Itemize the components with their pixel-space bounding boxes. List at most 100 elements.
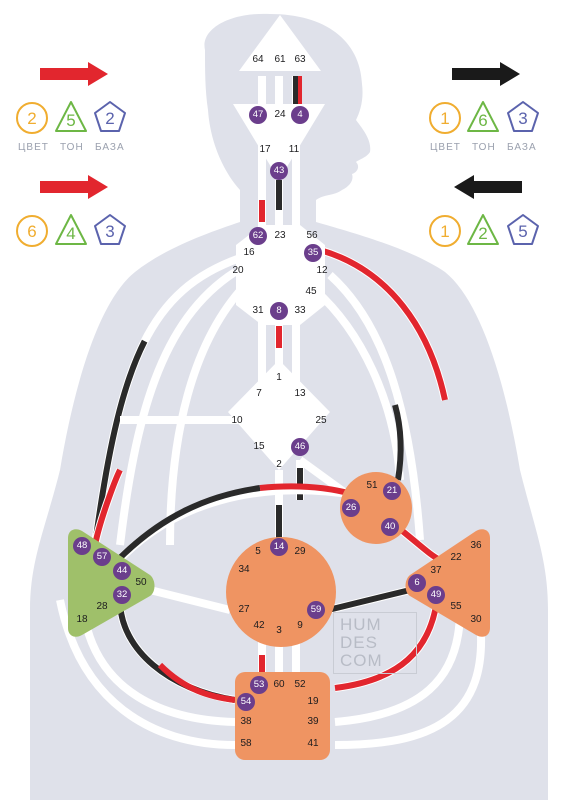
channel-12-22-base [327, 272, 424, 541]
gate-59: 59 [307, 601, 325, 619]
channel-50-27-base [149, 586, 231, 614]
gate-34: 34 [238, 564, 250, 575]
gate-29: 29 [294, 546, 306, 557]
gate-15: 15 [253, 441, 265, 452]
left-label-base: БАЗА [95, 142, 125, 153]
left-base-badge-1: 2 [93, 100, 127, 134]
channel-49-19-line [334, 599, 440, 691]
channel-32-54-red [157, 662, 236, 703]
gate-36: 36 [470, 540, 482, 551]
gate-46: 46 [291, 438, 309, 456]
channel-17-62-red [259, 200, 265, 222]
right-color-value-2: 1 [440, 222, 450, 241]
gate-56: 56 [306, 230, 318, 241]
channel-28-38-outer-base [56, 599, 236, 749]
gate-21: 21 [383, 482, 401, 500]
gate-3: 3 [276, 625, 282, 636]
left-color-value-2: 6 [27, 222, 37, 241]
right-label-base: БАЗА [507, 142, 537, 153]
gate-37: 37 [430, 565, 442, 576]
gate-33: 33 [294, 305, 306, 316]
gate-40: 40 [381, 518, 399, 536]
center-sacral [226, 537, 336, 647]
gate-38: 38 [240, 716, 252, 727]
channel-16-48-line [92, 255, 242, 546]
gate-61: 61 [274, 54, 286, 65]
gate-49: 49 [427, 586, 445, 604]
gate-51: 51 [366, 480, 378, 491]
channel-2-14-black [276, 505, 282, 540]
channel-30-41-base [334, 619, 486, 749]
center-root [235, 672, 330, 760]
right-base-badge-1: 3 [506, 100, 540, 134]
right-base-value-2: 5 [518, 222, 528, 241]
right-tone-badge-1: 6 [466, 100, 500, 134]
watermark-line-1: HUM [340, 615, 382, 634]
gate-64: 64 [252, 54, 264, 65]
right-arrow-1 [452, 62, 522, 91]
gate-1: 1 [276, 372, 282, 383]
right-color-badge-1: 1 [428, 101, 462, 135]
gate-11: 11 [288, 144, 300, 155]
channel-28-38-line [92, 468, 123, 546]
channel-59-6-line [319, 587, 411, 615]
left-label-tone: ТОН [60, 142, 84, 153]
gate-24: 24 [274, 109, 286, 120]
right-arrow-2 [452, 175, 522, 204]
gate-17: 17 [259, 144, 271, 155]
left-tone-value-1: 5 [66, 111, 76, 130]
channel-35-36-line [319, 247, 448, 401]
gate-57: 57 [93, 548, 111, 566]
gate-2: 2 [276, 459, 282, 470]
gate-53: 53 [250, 676, 268, 694]
watermark-line-3: COM [340, 651, 383, 670]
gate-27: 27 [238, 604, 250, 615]
gate-63: 63 [294, 54, 306, 65]
left-color-badge-1: 2 [15, 101, 49, 135]
gate-5: 5 [255, 546, 261, 557]
gate-20: 20 [232, 265, 244, 276]
gate-19: 19 [307, 696, 319, 707]
gate-28: 28 [96, 601, 108, 612]
channel-45-21-black [392, 404, 404, 481]
left-arrow-1 [40, 62, 110, 91]
channel-63-4-red [298, 76, 302, 108]
left-color-badge-2: 6 [15, 214, 49, 248]
gate-39: 39 [307, 716, 319, 727]
channel-20-34-base [166, 277, 253, 546]
channel-63-4-black [293, 76, 299, 108]
channel-20-57-base [116, 268, 238, 546]
gate-45: 45 [305, 286, 317, 297]
gate-43: 43 [270, 162, 288, 180]
right-base-value-1: 3 [518, 109, 528, 128]
left-tone-badge-1: 5 [54, 100, 88, 134]
gate-48: 48 [73, 537, 91, 555]
left-tone-value-2: 4 [66, 224, 76, 243]
gate-9: 9 [297, 620, 303, 631]
center-head [239, 15, 321, 71]
right-label-color: ЦВЕТ [430, 142, 461, 153]
gate-12: 12 [316, 265, 328, 276]
gate-42: 42 [253, 620, 265, 631]
center-g [228, 360, 330, 470]
gate-60: 60 [273, 679, 285, 690]
right-tone-badge-2: 2 [466, 213, 500, 247]
gate-25: 25 [315, 415, 327, 426]
gate-22: 22 [450, 552, 462, 563]
right-tone-value-2: 2 [478, 224, 488, 243]
gate-23: 23 [274, 230, 286, 241]
gate-10: 10 [231, 415, 243, 426]
gate-16: 16 [243, 247, 255, 258]
watermark: HUM DES COM [333, 612, 417, 674]
gate-54: 54 [237, 693, 255, 711]
gate-13: 13 [294, 388, 306, 399]
gate-14: 14 [270, 538, 288, 556]
gate-35: 35 [304, 244, 322, 262]
left-base-value-2: 3 [105, 222, 115, 241]
left-arrow-2 [40, 175, 110, 204]
gate-8: 8 [270, 302, 288, 320]
left-tone-badge-2: 4 [54, 213, 88, 247]
gate-31: 31 [252, 305, 264, 316]
right-color-badge-2: 1 [428, 214, 462, 248]
